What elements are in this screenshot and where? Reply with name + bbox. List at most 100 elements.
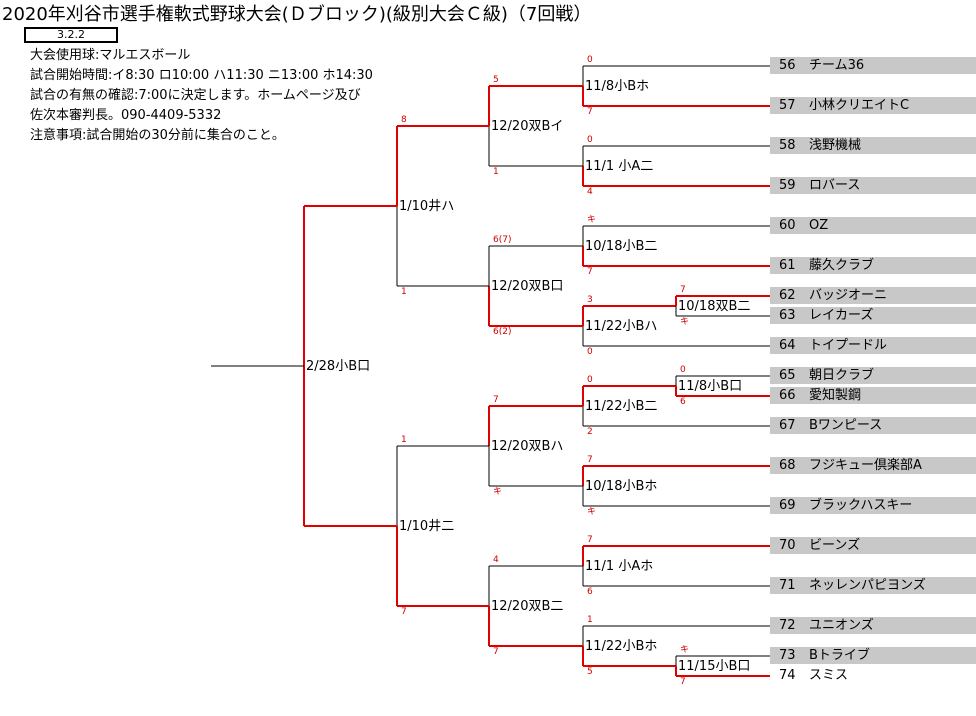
match-label: 11/22小B二	[585, 399, 658, 414]
score-mark: 5	[493, 75, 499, 85]
score-mark: 7	[587, 107, 593, 117]
team-row: 59 ロバース	[770, 177, 976, 194]
score-mark: 2	[587, 427, 593, 437]
team-number: 67	[779, 418, 796, 433]
team-row: 68 フジキュー倶楽部A	[770, 457, 976, 474]
team-name: ネッレンパピヨンズ	[809, 578, 926, 593]
match-label: 10/18小Bホ	[585, 479, 658, 494]
team-name: 浅野機械	[809, 138, 862, 153]
team-row: 73 Bトライブ	[770, 647, 976, 664]
team-name: ブラックハスキー	[809, 498, 913, 513]
team-name: ビーンズ	[809, 538, 861, 553]
team-name: 朝日クラブ	[809, 368, 875, 383]
team-number: 72	[779, 618, 796, 633]
page-title: 2020年刈谷市選手権軟式野球大会(Ｄブロック)(級別大会Ｃ級)（7回戦）	[2, 4, 592, 25]
score-mark: 7	[587, 267, 593, 277]
score-mark: 1	[401, 287, 407, 297]
score-mark: キ	[587, 215, 597, 225]
team-name: ユニオンズ	[809, 618, 874, 633]
score-mark: 7	[587, 455, 593, 465]
team-name: 小林クリエイトC	[809, 98, 910, 113]
score-mark: 8	[401, 115, 407, 125]
team-row: 72 ユニオンズ	[770, 617, 976, 634]
match-label: 12/20双Bイ	[491, 119, 564, 134]
team-row: 61 藤久クラブ	[770, 257, 976, 274]
score-mark: 1	[401, 435, 407, 445]
score-mark: 1	[493, 167, 499, 177]
match-label: 11/8小B口	[678, 379, 743, 394]
team-number: 70	[779, 538, 796, 553]
team-number: 69	[779, 498, 796, 513]
score-mark: 7	[680, 677, 686, 687]
team-name: バッジオーニ	[809, 288, 888, 303]
score-mark: 7	[493, 395, 499, 405]
team-number: 57	[779, 98, 796, 113]
score-mark: 0	[587, 375, 593, 385]
match-label: 11/22小Bホ	[585, 639, 658, 654]
info-notes: 注意事項:試合開始の30分前に集合のこと。	[30, 128, 285, 143]
team-row: 60 OZ	[770, 217, 976, 234]
score-mark: 7	[401, 607, 407, 617]
team-number: 65	[779, 368, 796, 383]
match-label: 12/20双B口	[491, 279, 564, 294]
team-row: 64 トイプードル	[770, 337, 976, 354]
team-number: 60	[779, 218, 796, 233]
score-mark: 0	[587, 347, 593, 357]
team-name: 愛知製鋼	[809, 388, 862, 403]
score-mark: 0	[587, 135, 593, 145]
score-mark: 7	[493, 647, 499, 657]
score-mark: 3	[587, 295, 593, 305]
score-mark: 7	[587, 535, 593, 545]
info-umpire: 佐次本審判長。090-4409-5332	[30, 108, 222, 123]
score-mark: 6	[680, 397, 686, 407]
team-row: 70 ビーンズ	[770, 537, 976, 554]
team-number: 58	[779, 138, 796, 153]
score-mark: キ	[680, 317, 690, 327]
team-name: スミス	[809, 668, 849, 683]
score-mark: 5	[587, 667, 593, 677]
team-number: 63	[779, 308, 796, 323]
info-ball: 大会使用球:マルエスボール	[30, 48, 191, 63]
team-number: 61	[779, 258, 796, 273]
team-name: ロバース	[809, 178, 861, 193]
team-name: フジキュー倶楽部A	[809, 458, 922, 473]
info-confirmation: 試合の有無の確認:7:00に決定します。ホームページ及び	[30, 88, 361, 103]
team-row: 65 朝日クラブ	[770, 367, 976, 384]
team-number: 64	[779, 338, 796, 353]
match-label: 12/20双Bハ	[491, 439, 564, 454]
score-mark: 6(7)	[493, 235, 512, 245]
team-number: 66	[779, 388, 796, 403]
match-label: 11/8小Bホ	[585, 79, 650, 94]
score-mark: キ	[493, 487, 503, 497]
team-name: OZ	[809, 218, 829, 233]
score-mark: キ	[587, 507, 597, 517]
team-number: 68	[779, 458, 796, 473]
match-label: 1/10井二	[399, 519, 455, 534]
team-name: 藤久クラブ	[809, 258, 875, 273]
team-number: 74	[779, 668, 796, 683]
score-mark: キ	[680, 645, 690, 655]
score-mark: 4	[493, 555, 499, 565]
match-label: 2/28小B口	[306, 359, 371, 374]
team-name: トイプードル	[809, 338, 888, 353]
match-label: 10/18小B二	[585, 239, 658, 254]
match-label: 11/1 小A二	[585, 159, 654, 174]
match-label: 11/1 小Aホ	[585, 559, 654, 574]
info-start-times: 試合開始時間:イ8:30 ロ10:00 ハ11:30 ニ13:00 ホ14:30	[30, 68, 373, 83]
team-row: 69 ブラックハスキー	[770, 497, 976, 514]
team-number: 59	[779, 178, 796, 193]
team-number: 73	[779, 648, 796, 663]
score-mark: 6(2)	[493, 327, 512, 337]
score-mark: 1	[587, 615, 593, 625]
team-name: Bトライブ	[809, 648, 870, 663]
team-name: チーム36	[809, 58, 865, 73]
score-mark: 4	[587, 187, 593, 197]
team-row: 66 愛知製鋼	[770, 387, 976, 404]
team-row: 58 浅野機械	[770, 137, 976, 154]
score-mark: 7	[680, 285, 686, 295]
match-label: 11/15小B口	[678, 659, 751, 674]
